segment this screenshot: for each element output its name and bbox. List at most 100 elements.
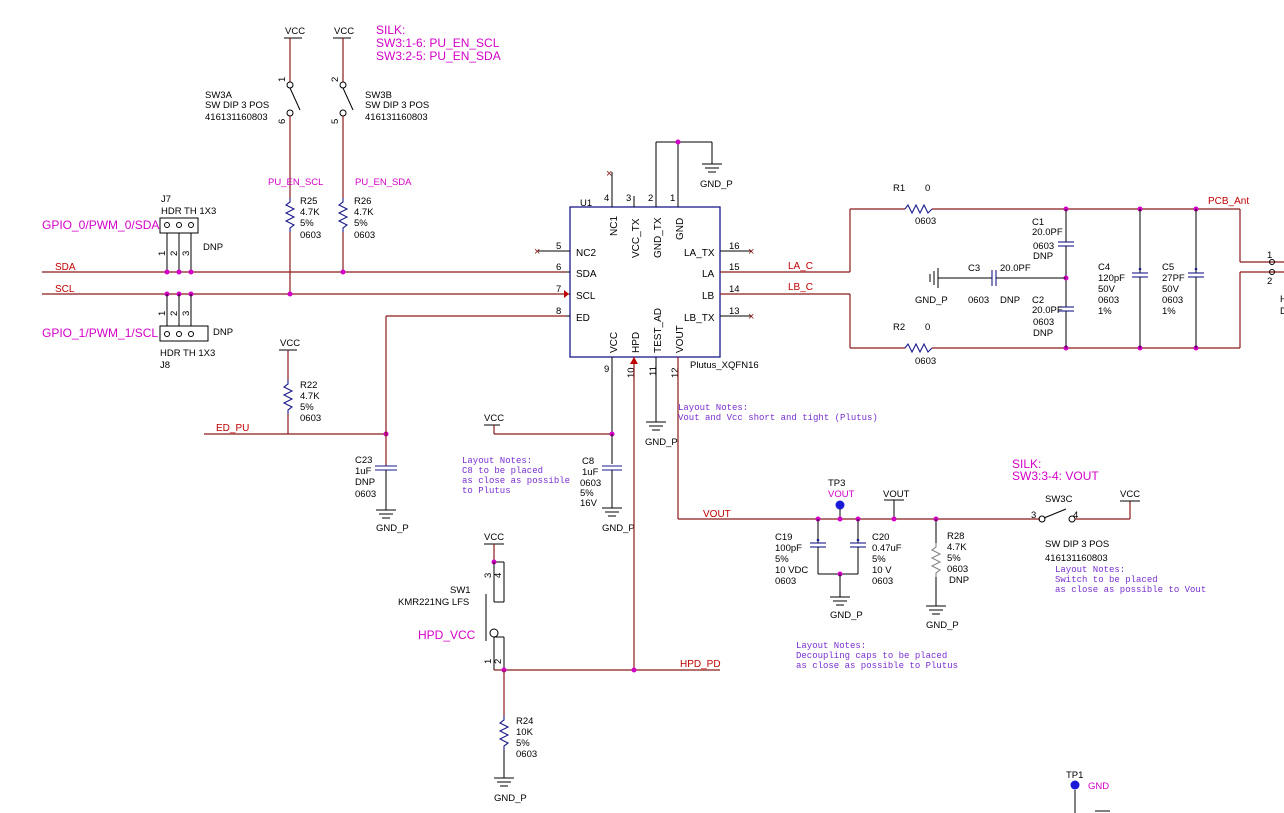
pin-name: VOUT — [675, 325, 686, 353]
pin-number: 7 — [556, 284, 561, 295]
r24-pkg: 0603 — [516, 749, 537, 760]
pin-number: 1 — [157, 251, 168, 256]
sw3b-pn: 416131160803 — [365, 112, 428, 123]
j7-dnp: DNP — [203, 242, 223, 253]
c23-val: 1uF — [355, 466, 372, 477]
j7-header-body — [159, 217, 199, 234]
pin-number: 1 — [1267, 250, 1272, 261]
gnd-label: GND_P — [926, 620, 959, 631]
net-pu-en-scl: PU_EN_SCL — [268, 177, 323, 188]
c8-ref: C8 — [582, 456, 594, 467]
silk-title: SILK: — [376, 23, 405, 37]
gnd-label: GND_P — [645, 437, 678, 448]
sw3c-desc: SW DIP 3 POS — [1045, 539, 1109, 550]
pin-number: 6 — [277, 119, 288, 124]
silk-line-2: SW3:2-5: PU_EN_SDA — [376, 49, 501, 63]
switch-contact — [489, 628, 499, 638]
pin-number: 2 — [648, 193, 653, 204]
note-line: Vout and Vcc short and tight (Plutus) — [678, 413, 878, 423]
gnd-label: GND_P — [915, 295, 948, 306]
j7-desc: HDR TH 1X3 — [161, 206, 216, 217]
c2-pkg: 0603 — [1033, 317, 1054, 328]
r26-pkg: 0603 — [354, 230, 375, 241]
c3-ref: C3 — [968, 263, 980, 274]
r28-ref: R28 — [947, 531, 964, 542]
test-point-icon[interactable] — [1070, 780, 1080, 790]
r25-pkg: 0603 — [300, 230, 321, 241]
ground-symbol — [830, 596, 850, 606]
polarity-dot-icon — [856, 538, 860, 542]
junction — [675, 139, 681, 145]
header-pin — [176, 331, 182, 337]
polarity-dot-icon — [1138, 267, 1142, 271]
gnd-label: GND_P — [830, 610, 863, 621]
c4-volt: 50V — [1098, 284, 1116, 295]
connector-pin — [1269, 259, 1275, 265]
pin-name: GND — [675, 218, 686, 240]
r26-tol: 5% — [354, 218, 368, 229]
pin-number: 4 — [604, 193, 609, 204]
resistor-r28 — [930, 543, 942, 577]
c1-dnp: DNP — [1033, 251, 1053, 262]
sw3a-pn: 416131160803 — [205, 112, 268, 123]
c5-tol: 1% — [1162, 306, 1176, 317]
pin-name: LA_TX — [684, 248, 715, 259]
header-pin — [188, 222, 194, 228]
pin-number: 11 — [648, 366, 659, 376]
pin-number: 4 — [493, 573, 504, 578]
net-vout-label: VOUT — [703, 509, 731, 520]
c2-ref: C2 — [1032, 295, 1044, 306]
vout-power-label: VOUT — [883, 489, 910, 500]
c23-pkg: 0603 — [355, 489, 376, 500]
input-arrow-icon — [630, 357, 638, 364]
r28-tol: 5% — [947, 553, 961, 564]
u1-body — [569, 206, 721, 358]
r2-val: 0 — [925, 322, 930, 333]
vcc-label: VCC — [484, 413, 504, 424]
note-line: as close as possible to Plutus — [796, 661, 958, 671]
pin-number: 3 — [181, 311, 192, 316]
r28-val: 4.7K — [947, 542, 967, 553]
c2-dnp: DNP — [1033, 328, 1053, 339]
sw3b-ref: SW3B — [365, 90, 392, 101]
gnd-label: GND_P — [602, 523, 635, 534]
r2-ref: R2 — [893, 322, 905, 333]
r25-tol: 5% — [300, 218, 314, 229]
c5-volt: 50V — [1162, 284, 1180, 295]
pin-number: 2 — [169, 251, 180, 256]
pin-name: VCC_TX — [631, 218, 642, 258]
c3-val: 20.0PF — [1000, 263, 1031, 274]
pin-name: SDA — [576, 269, 597, 280]
c20-tol: 5% — [872, 554, 886, 565]
switch-lever — [289, 87, 301, 111]
test-point-icon[interactable] — [835, 500, 845, 510]
sw1-ref: SW1 — [450, 585, 471, 596]
resistor-r24 — [498, 716, 510, 750]
ground-symbol — [646, 421, 666, 431]
r2-pkg: 0603 — [915, 356, 936, 367]
note-line: C8 to be placed — [462, 466, 543, 476]
switch-lever — [1043, 508, 1067, 519]
note-line: Layout Notes: — [1055, 565, 1125, 575]
pin-number: 1 — [157, 311, 168, 316]
net-hpd-vcc-label: HPD_VCC — [418, 628, 476, 642]
c5-ref: C5 — [1162, 262, 1174, 273]
silk-line-1: SW3:1-6: PU_EN_SCL — [376, 36, 500, 50]
c20-pkg: 0603 — [872, 576, 893, 587]
pin-number: 16 — [729, 241, 740, 252]
c3-dnp: DNP — [1000, 295, 1020, 306]
junction — [176, 269, 182, 275]
pin-name: LA — [702, 269, 715, 280]
pin-number: 13 — [729, 306, 740, 317]
ground-symbol — [926, 605, 946, 615]
header-pin — [176, 222, 182, 228]
pin-number: 1 — [483, 659, 494, 664]
sw3c-pn: 416131160803 — [1045, 553, 1108, 564]
pin-number: 3 — [483, 573, 494, 578]
polarity-dot-icon — [1194, 267, 1198, 271]
junction — [164, 269, 170, 275]
gnd-label: GND_P — [700, 179, 733, 190]
pin-number: 5 — [556, 241, 561, 252]
pin-number: 3 — [626, 193, 631, 204]
